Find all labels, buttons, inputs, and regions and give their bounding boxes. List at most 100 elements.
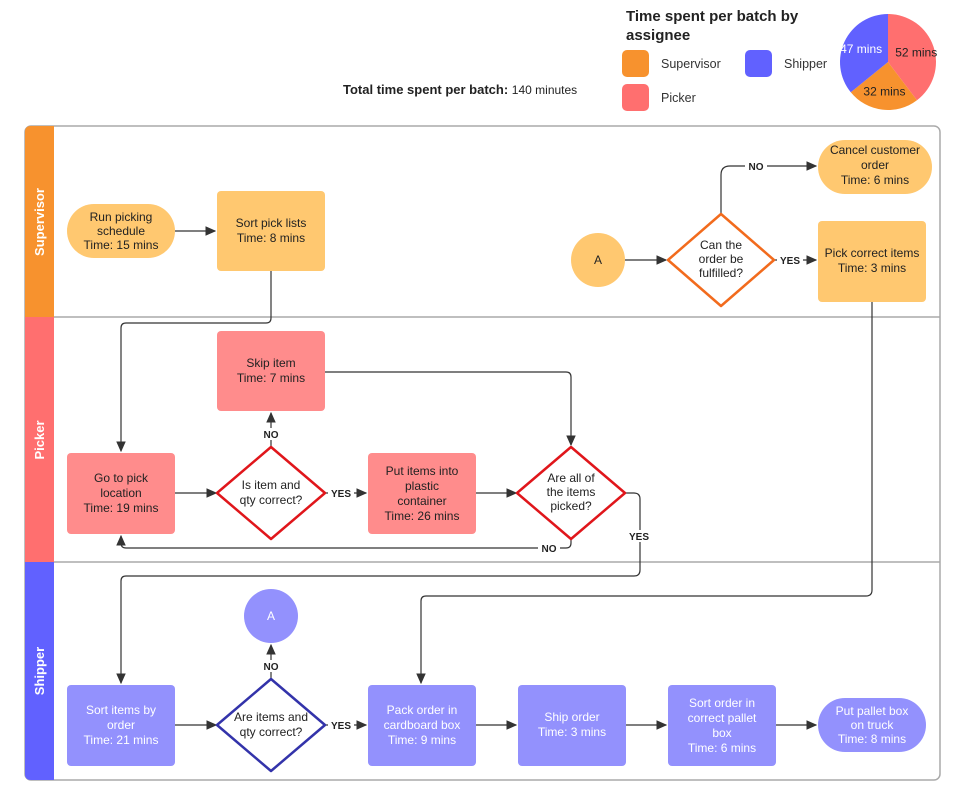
svg-text:Time: 9 mins: Time: 9 mins <box>388 733 456 747</box>
svg-text:plastic: plastic <box>405 479 439 493</box>
svg-text:Skip item: Skip item <box>246 356 295 370</box>
svg-text:qty correct?: qty correct? <box>240 493 303 507</box>
svg-text:location: location <box>100 486 141 500</box>
lane-title: Shipper <box>32 647 47 695</box>
svg-text:order be: order be <box>699 252 744 266</box>
legend-swatch <box>622 50 649 77</box>
pie-slice-label: 47 mins <box>840 42 882 56</box>
pie-slice-label: 52 mins <box>895 46 937 60</box>
edge-label-no: NO <box>264 662 279 673</box>
svg-text:on truck: on truck <box>851 718 895 732</box>
legend-item-supervisor: Supervisor <box>622 50 721 77</box>
svg-text:Sort items by: Sort items by <box>86 703 156 717</box>
total-time-value: 140 minutes <box>511 83 578 97</box>
svg-text:Put pallet box: Put pallet box <box>836 704 909 718</box>
legend-title-line: assignee <box>626 27 691 44</box>
total-time-label: Total time spent per batch: <box>343 82 509 97</box>
pie-slice-shipper <box>839 13 888 93</box>
edge-label-yes: YES <box>629 532 649 543</box>
svg-text:A: A <box>594 253 602 267</box>
svg-text:Time: 8 mins: Time: 8 mins <box>237 231 305 245</box>
edge-label-no: NO <box>264 430 279 441</box>
legend-swatch <box>622 84 649 111</box>
svg-text:Time: 3 mins: Time: 3 mins <box>538 725 606 739</box>
svg-text:Time: 26 mins: Time: 26 mins <box>385 509 460 523</box>
svg-text:Time: 21 mins: Time: 21 mins <box>84 733 159 747</box>
legend-label: Supervisor <box>661 56 721 71</box>
svg-text:Is item and: Is item and <box>242 478 301 492</box>
lane-title: Supervisor <box>32 188 47 256</box>
svg-text:Pack order in: Pack order in <box>387 703 458 717</box>
pie-slice-picker <box>888 14 937 101</box>
svg-text:box: box <box>712 726 731 740</box>
svg-text:Put items into: Put items into <box>386 464 459 478</box>
svg-text:Ship order: Ship order <box>544 710 599 724</box>
svg-text:order: order <box>107 718 135 732</box>
lane-header-supervisor <box>25 126 54 317</box>
svg-text:qty correct?: qty correct? <box>240 725 303 739</box>
svg-text:Pick correct items: Pick correct items <box>825 246 920 260</box>
svg-text:picked?: picked? <box>550 499 592 513</box>
svg-text:correct pallet: correct pallet <box>688 711 757 725</box>
edge-label-no: NO <box>542 544 557 555</box>
svg-text:Run picking: Run picking <box>90 210 153 224</box>
legend-title-line: Time spent per batch by <box>626 8 799 25</box>
svg-text:container: container <box>397 494 446 508</box>
svg-text:Time: 6 mins: Time: 6 mins <box>841 173 909 187</box>
lane-title: Picker <box>32 420 47 459</box>
svg-text:Time: 19 mins: Time: 19 mins <box>84 501 159 515</box>
legend-item-shipper: Shipper <box>745 50 827 77</box>
edges <box>116 161 873 730</box>
total-time-summary: Total time spent per batch: 140 minutes <box>343 82 577 97</box>
legend-label: Shipper <box>784 56 828 71</box>
svg-text:Sort order in: Sort order in <box>689 696 755 710</box>
connector-a[interactable]: A <box>571 233 625 287</box>
svg-text:Time: 7 mins: Time: 7 mins <box>237 371 305 385</box>
svg-text:A: A <box>267 609 275 623</box>
svg-text:Time: 6 mins: Time: 6 mins <box>688 741 756 755</box>
svg-text:Time: 3 mins: Time: 3 mins <box>838 261 906 275</box>
edge-label-yes: YES <box>331 721 351 732</box>
svg-text:Go to pick: Go to pick <box>94 471 149 485</box>
svg-text:Cancel customer: Cancel customer <box>830 143 920 157</box>
lane-header-shipper <box>25 562 54 780</box>
svg-text:Are items and: Are items and <box>234 710 308 724</box>
pie-slice-label: 32 mins <box>863 85 905 99</box>
legend-title: Time spent per batch by assignee <box>626 7 798 45</box>
legend-label: Picker <box>661 90 696 105</box>
svg-text:schedule: schedule <box>97 224 145 238</box>
svg-text:Are all of: Are all of <box>547 471 595 485</box>
svg-text:cardboard box: cardboard box <box>384 718 461 732</box>
edge-labels: NO YES NO YES NO YES NO YES <box>260 160 803 732</box>
connector-a[interactable]: A <box>244 589 298 643</box>
edge-label-no: NO <box>749 162 764 173</box>
svg-text:order: order <box>861 158 889 172</box>
pie-chart: 52 mins 32 mins 47 mins <box>839 13 937 111</box>
svg-text:Can the: Can the <box>700 238 742 252</box>
pie-slice-supervisor <box>850 62 917 111</box>
legend-swatch <box>745 50 772 77</box>
edge-label-yes: YES <box>780 256 800 267</box>
svg-text:Time: 15 mins: Time: 15 mins <box>84 238 159 252</box>
svg-text:Time: 8 mins: Time: 8 mins <box>838 732 906 746</box>
svg-text:fulfilled?: fulfilled? <box>699 266 743 280</box>
lane-header-picker <box>25 317 54 562</box>
